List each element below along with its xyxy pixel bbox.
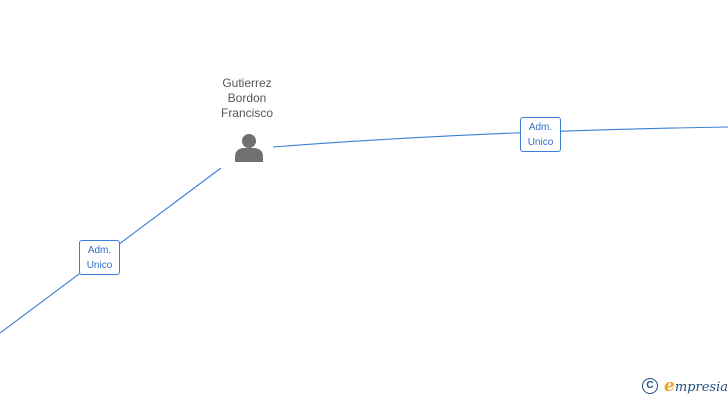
- relation-label-line-2: Unico: [86, 260, 113, 271]
- relation-label-line-1: Adm.: [528, 122, 553, 133]
- brand-name: mpresia: [674, 380, 728, 395]
- person-name-label: Gutierrez Bordon Francisco: [197, 76, 297, 121]
- copyright-icon: C: [642, 378, 659, 394]
- empresia-watermark: C e mpresia: [642, 376, 728, 396]
- person-name-line-1: Gutierrez: [222, 76, 272, 90]
- edge-to-right-company: [272, 126, 728, 148]
- relation-label-line-1: Adm.: [87, 245, 112, 256]
- person-name-line-3: Francisco: [220, 106, 273, 120]
- person-icon[interactable]: [233, 132, 265, 162]
- relation-label-line-2: Unico: [527, 137, 554, 148]
- brand-initial: e: [664, 376, 675, 396]
- relation-label-left[interactable]: Adm. Unico: [79, 240, 120, 275]
- person-name-line-2: Bordon: [227, 91, 267, 105]
- brand-logo: e mpresia: [664, 376, 728, 396]
- relation-label-right[interactable]: Adm. Unico: [520, 117, 561, 152]
